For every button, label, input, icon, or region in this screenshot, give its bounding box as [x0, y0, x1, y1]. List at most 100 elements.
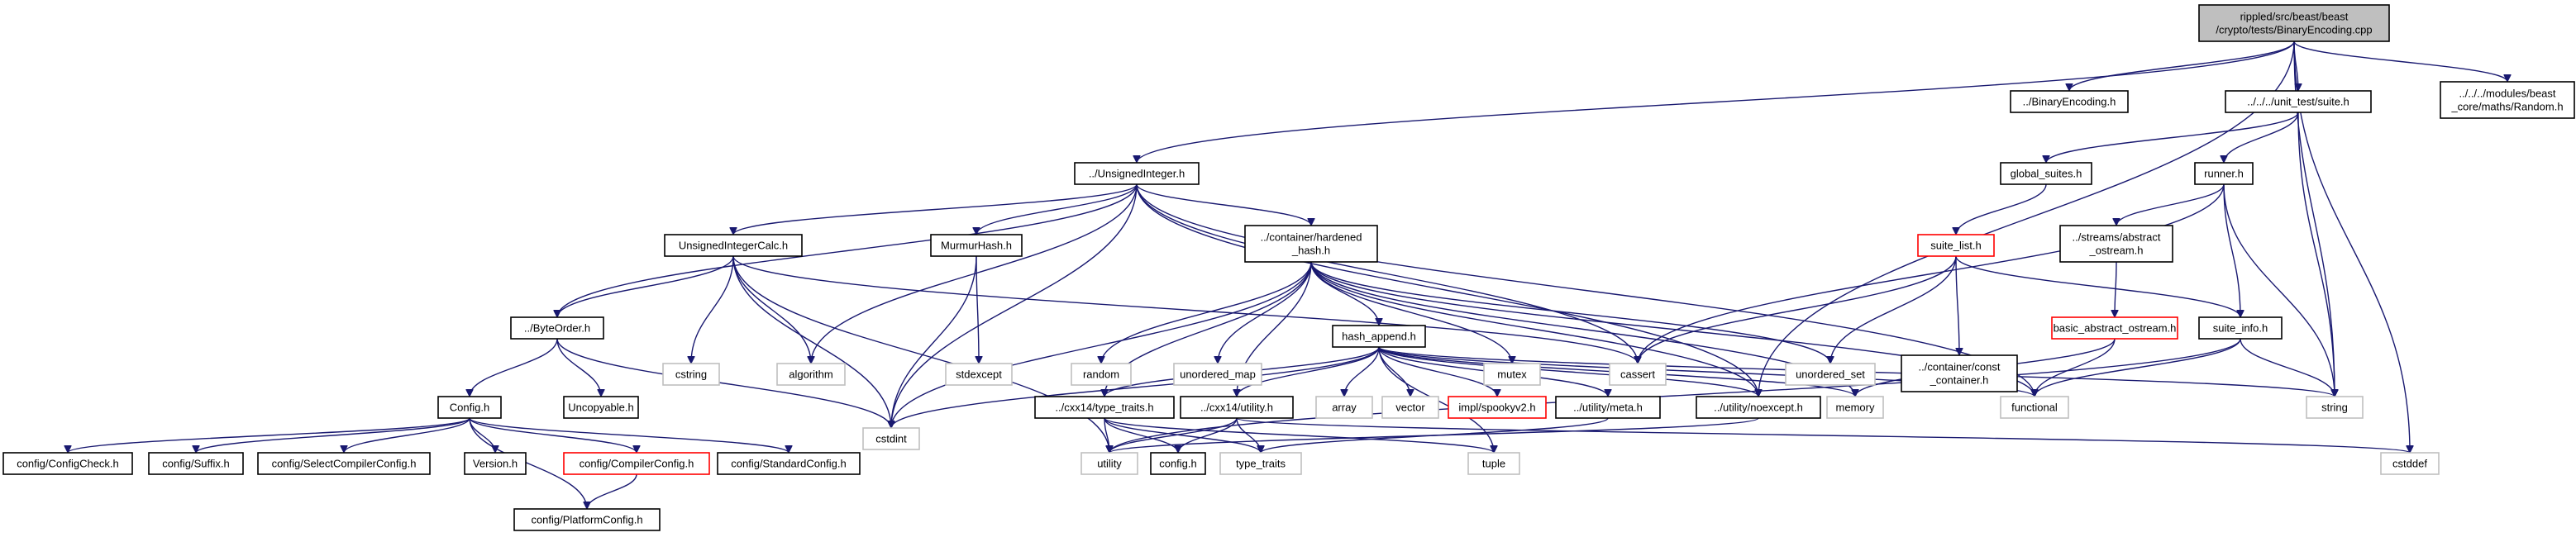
node-box [1785, 363, 1876, 386]
node-array: array [1315, 396, 1373, 419]
edge-hash-append-to-cstdint [891, 346, 1380, 429]
node-cfg-select[interactable]: config/SelectCompilerConfig.h [257, 452, 431, 475]
node-label: impl/spookyv2.h [1458, 402, 1535, 414]
node-cfg-compiler[interactable]: config/CompilerConfig.h [563, 452, 710, 475]
node-label: config.h [1159, 458, 1197, 470]
node-cfg-suffix[interactable]: config/Suffix.h [148, 452, 244, 475]
node-box [1071, 363, 1132, 386]
node-box [1901, 354, 2018, 392]
node-box [513, 508, 661, 531]
edge-hash-append-to-noexcept [1378, 346, 1758, 397]
node-box [1080, 452, 1138, 475]
node-meta[interactable]: ../utility/meta.h [1555, 396, 1661, 419]
node-version[interactable]: Version.h [464, 452, 527, 475]
node-hardened[interactable]: ../container/hardened_hash.h [1244, 225, 1378, 263]
edge-murmur-to-stdexcept [976, 255, 979, 364]
edge-suite-to-string [2297, 112, 2335, 397]
node-label: UnsignedIntegerCalc.h [679, 240, 788, 252]
node-label: _ostream.h [2088, 245, 2143, 257]
node-algorithm: algorithm [776, 363, 846, 386]
node-uintcalc[interactable]: UnsignedIntegerCalc.h [664, 234, 803, 257]
node-label: /crypto/tests/BinaryEncoding.cpp [2216, 24, 2372, 36]
node-label: ../BinaryEncoding.h [2023, 96, 2116, 108]
node-cfg-check[interactable]: config/ConfigCheck.h [2, 452, 133, 475]
node-label: type_traits [1236, 458, 1286, 470]
edge-suite-list-to-const-container [1955, 255, 1959, 355]
edge-hardened-to-mutex [1310, 261, 1512, 364]
node-label: ../../../unit_test/suite.h [2247, 96, 2349, 108]
node-cxx14-util[interactable]: ../cxx14/utility.h [1180, 396, 1294, 419]
node-label: algorithm [789, 368, 832, 381]
node-runner[interactable]: runner.h [2194, 162, 2254, 185]
edge-uintcalc-to-cassert [732, 255, 1638, 364]
node-config-h2[interactable]: config.h [1150, 452, 1206, 475]
node-box [1917, 234, 1995, 257]
node-cxx14-tt[interactable]: ../cxx14/type_traits.h [1034, 396, 1175, 419]
edge-uint-to-noexcept [1136, 183, 1758, 397]
edge-suite-info-to-string [2240, 338, 2335, 397]
edge-noexcept-to-utility [1109, 417, 1759, 454]
node-label: random [1083, 368, 1119, 381]
edge-hardened-to-cstdint [891, 261, 1312, 428]
node-byteorder[interactable]: ../ByteOrder.h [510, 316, 604, 340]
node-box [1244, 225, 1378, 263]
node-binenc[interactable]: ../BinaryEncoding.h [2010, 90, 2129, 113]
edge-suite-info-to-functional [2035, 338, 2241, 397]
node-root[interactable]: rippled/src/beast/beast/crypto/tests/Bin… [2198, 4, 2390, 42]
edge-suite-list-to-suite-info [1955, 255, 2240, 318]
node-const-container[interactable]: ../container/const_container.h [1901, 354, 2018, 392]
node-cfg-standard[interactable]: config/StandardConfig.h [717, 452, 861, 475]
edge-byteorder-to-cstdint [556, 338, 891, 429]
node-label: utility [1097, 458, 1122, 470]
node-functional: functional [2000, 396, 2069, 419]
edge-uint-to-cstdint [891, 183, 1138, 428]
edge-uintcalc-to-cstdint [732, 255, 891, 428]
edge-suite-list-to-unordered-set [1830, 255, 1957, 364]
node-label: _core/maths/Random.h [2450, 101, 2563, 113]
node-suite[interactable]: ../../../unit_test/suite.h [2225, 90, 2372, 113]
edge-cxx14-util-to-cstddef [1236, 417, 2410, 454]
edge-suite-info-to-utility [1109, 338, 2241, 454]
node-box [148, 452, 244, 475]
node-label: Version.h [473, 458, 518, 470]
node-global-suites[interactable]: global_suites.h [2000, 162, 2092, 185]
node-label: cstring [675, 368, 707, 381]
edge-uintcalc-to-byteorder [557, 255, 734, 318]
node-noexcept[interactable]: ../utility/noexcept.h [1696, 396, 1821, 419]
edge-hardened-to-random-h [1101, 261, 1312, 364]
edge-config-to-cfg-suffix [196, 417, 470, 454]
node-streams[interactable]: ../streams/abstract_ostream.h [2059, 225, 2173, 263]
node-utility: utility [1080, 452, 1138, 475]
node-label: _hash.h [1291, 245, 1330, 257]
node-suite-info[interactable]: suite_info.h [2198, 316, 2283, 340]
node-label: config/StandardConfig.h [731, 458, 846, 470]
edge-uint-to-murmur [976, 183, 1138, 235]
node-config[interactable]: Config.h [437, 396, 502, 419]
edge-uintcalc-to-algorithm [732, 255, 811, 364]
node-murmur[interactable]: MurmurHash.h [930, 234, 1023, 257]
node-hash-append[interactable]: hash_append.h [1332, 325, 1426, 348]
node-label: ../container/hardened [1261, 231, 1362, 244]
node-box [1696, 396, 1821, 419]
node-label: config/SelectCompilerConfig.h [272, 458, 417, 470]
node-label: vector [1395, 402, 1425, 414]
edge-config-to-cfg-compiler [469, 417, 637, 454]
node-cfg-platform[interactable]: config/PlatformConfig.h [513, 508, 661, 531]
node-basic-abs[interactable]: basic_abstract_ostream.h [2051, 316, 2178, 340]
edge-config-to-cfg-select [344, 417, 470, 454]
node-spookyv2[interactable]: impl/spookyv2.h [1448, 396, 1547, 419]
node-cstring: cstring [662, 363, 720, 386]
node-uncopyable[interactable]: Uncopyable.h [563, 396, 639, 419]
edge-config-to-cfg-check [68, 417, 470, 454]
node-label: suite_list.h [1930, 240, 1981, 252]
node-random[interactable]: ../../../modules/beast_core/maths/Random… [2440, 81, 2575, 119]
node-vector: vector [1381, 396, 1439, 419]
node-box [2000, 162, 2092, 185]
node-box [862, 427, 920, 450]
node-uint[interactable]: ../UnsignedInteger.h [1074, 162, 1200, 185]
node-suite-list[interactable]: suite_list.h [1917, 234, 1995, 257]
node-box [1074, 162, 1200, 185]
node-label: ../ByteOrder.h [524, 322, 590, 335]
node-label: _container.h [1930, 374, 1989, 387]
edge-config-to-cfg-platform [469, 417, 587, 509]
